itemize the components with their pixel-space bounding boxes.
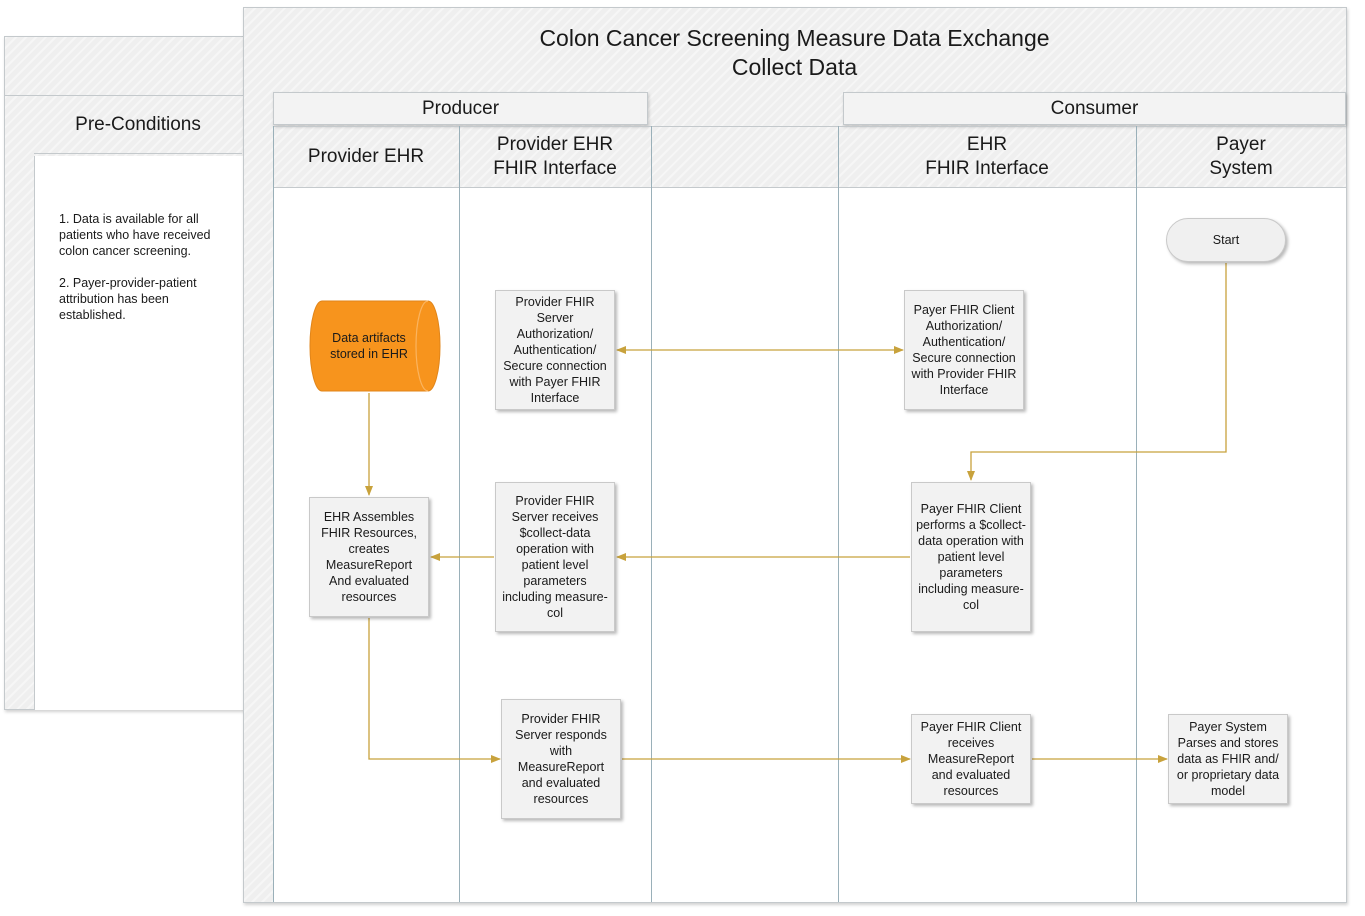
lane-header-bottom-line: [273, 187, 1346, 188]
group-consumer: Consumer: [843, 92, 1346, 125]
provider-responds-box: Provider FHIR Server responds with Measu…: [501, 699, 621, 819]
data-artifacts-cylinder: [309, 300, 441, 392]
lane-header-provider-ehr: Provider EHR: [307, 146, 425, 167]
arrow-start-to-perform: [967, 263, 1227, 481]
payer-performs-box: Payer FHIR Client performs a $collect-da…: [911, 482, 1031, 632]
data-artifacts-label: Data artifacts stored in EHR: [330, 331, 408, 361]
lane-divider: [459, 126, 460, 902]
diagram-title: Colon Cancer Screening Measure Data Exch…: [243, 24, 1346, 82]
preconditions-divider: [4, 95, 244, 96]
preconditions-title: Pre-Conditions: [34, 96, 242, 154]
ehr-assembles-box: EHR Assembles FHIR Resources, creates Me…: [309, 497, 429, 617]
preconditions-text: 1. Data is available for all patients wh…: [59, 212, 211, 322]
lane-divider: [273, 126, 274, 902]
payer-auth-box: Payer FHIR Client Authorization/ Authent…: [904, 290, 1024, 410]
lane-header-top-line: [273, 126, 1346, 127]
lane-header-ehr-fhir: EHR FHIR Interface: [925, 134, 1049, 179]
preconditions-body: [34, 156, 244, 710]
lane-header-provider-ehr-fhir: Provider EHR FHIR Interface: [493, 134, 617, 179]
provider-auth-box: Provider FHIR Server Authorization/ Auth…: [495, 290, 615, 410]
diagram-title-line1: Colon Cancer Screening Measure Data Exch…: [539, 25, 1050, 51]
lane-divider: [651, 126, 652, 902]
payer-receives-box: Payer FHIR Client receives MeasureReport…: [911, 714, 1031, 804]
provider-receives-box: Provider FHIR Server receives $collect-d…: [495, 482, 615, 632]
lane-divider: [838, 126, 839, 902]
lane-divider: [1136, 126, 1137, 902]
start-node: Start: [1166, 218, 1286, 262]
arrow-assemble-to-respond: [368, 618, 501, 763]
lane-header-payer-system: Payer System: [1209, 134, 1273, 179]
diagram-title-line2: Collect Data: [731, 54, 858, 80]
payer-parses-box: Payer System Parses and stores data as F…: [1168, 714, 1288, 804]
group-producer: Producer: [273, 92, 648, 125]
lanes-body: [273, 188, 1346, 902]
